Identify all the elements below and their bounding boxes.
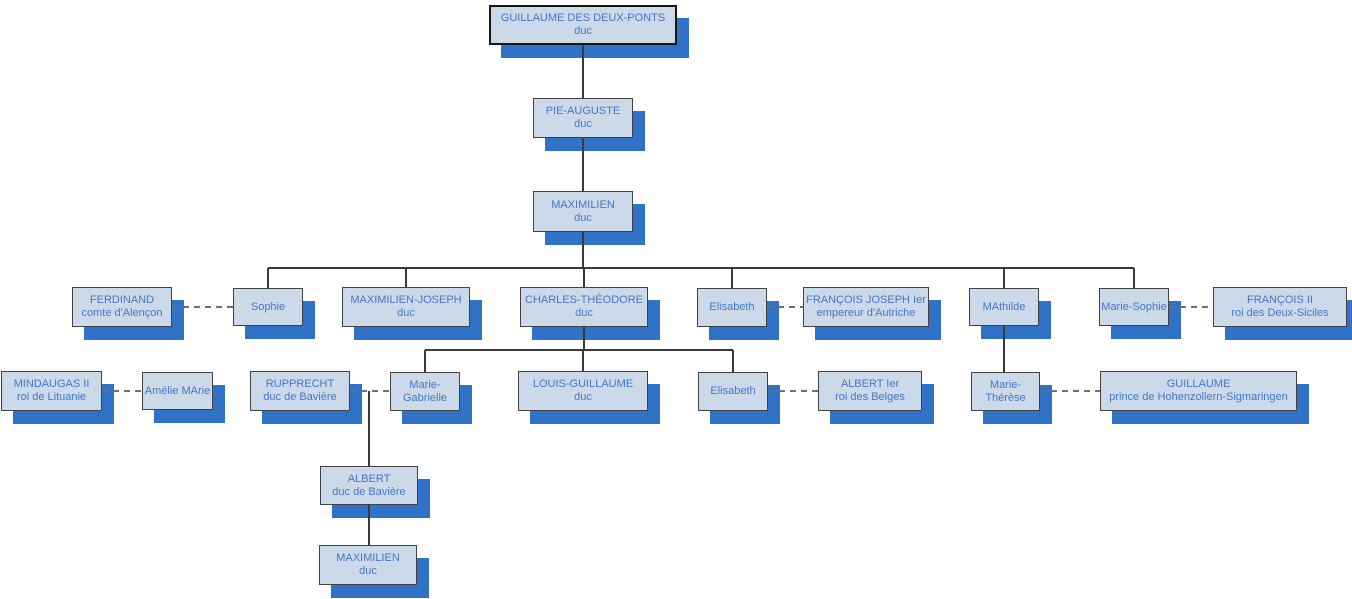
person-node-guillaume-hohenzollern[interactable]: GUILLAUME prince de Hohenzollern-Sigmari… [1100,371,1297,411]
person-name: MAthilde [982,300,1026,313]
person-name: FRANÇOIS JOSEPH Ier [806,294,926,306]
person-node-mindaugas-ii[interactable]: MINDAUGAS II roi de Lituanie [1,371,102,411]
person-name: GUILLAUME DES DEUX-PONTS [500,12,666,24]
person-name: GUILLAUME [1166,378,1231,390]
person-name: Marie-Sophie [1101,300,1167,313]
person-name: Sophie [250,300,286,313]
person-name: MINDAUGAS II [13,378,90,390]
person-node-sophie[interactable]: Sophie [233,288,303,326]
person-title: duc [575,307,593,319]
person-title: duc de Bavière [332,485,406,498]
person-name: ALBERT [347,472,391,485]
person-name: ALBERT Ier [840,378,900,390]
person-name: FRANÇOIS II [1246,294,1313,306]
person-title: comte d'Alençon [81,307,163,319]
person-title: duc [574,25,592,37]
person-name: FERDINAND [89,294,155,306]
person-node-marie-gabrielle[interactable]: Marie- Gabrielle [390,372,460,411]
person-name: MAXIMILIEN [336,552,400,564]
person-node-maximilien-duc[interactable]: MAXIMILIEN duc [533,191,633,232]
person-node-elisabeth-2[interactable]: Elisabeth [698,372,768,411]
person-title: empereur d'Autriche [816,307,916,319]
person-name: Elisabeth [709,301,755,313]
person-title: roi de Lituanie [16,391,87,403]
person-node-rupprecht[interactable]: RUPPRECHT duc de Bavière [250,371,350,411]
person-title: Thérèse [985,391,1026,404]
person-node-albert-duc-de-baviere[interactable]: ALBERT duc de Bavière [320,466,418,505]
person-node-marie-sophie[interactable]: Marie-Sophie [1099,288,1169,326]
person-name: Marie- [409,378,441,391]
person-name: Elisabeth [710,385,756,397]
person-title: duc de Bavière [263,391,337,403]
person-title: duc [574,211,592,224]
person-node-francois-ii[interactable]: FRANÇOIS II roi des Deux-Siciles [1213,287,1347,327]
person-node-maximilien-duc-2[interactable]: MAXIMILIEN duc [319,545,417,585]
person-title: duc [359,565,377,577]
person-title: Gabrielle [402,391,448,404]
person-node-pie-auguste[interactable]: PIE-AUGUSTE duc [533,98,633,138]
person-title: duc [574,391,592,403]
person-name: MAXIMILIEN [551,198,615,211]
person-node-charles-theodore[interactable]: CHARLES-THÉODORE duc [520,287,648,327]
person-node-ferdinand[interactable]: FERDINAND comte d'Alençon [72,287,172,327]
person-node-francois-joseph-ier[interactable]: FRANÇOIS JOSEPH Ier empereur d'Autriche [803,287,929,327]
person-node-mathilde[interactable]: MAthilde [969,288,1039,326]
person-name: RUPPRECHT [265,378,335,390]
person-name: LOUIS-GUILLAUME [532,378,634,390]
person-name: MAXIMILIEN-JOSEPH [350,294,462,306]
person-name: PIE-AUGUSTE [545,105,621,117]
person-title: duc [397,307,415,319]
person-title: prince de Hohenzollern-Sigmaringen [1109,391,1288,403]
person-node-marie-therese[interactable]: Marie- Thérèse [971,372,1040,411]
person-node-guillaume-des-deux-ponts[interactable]: GUILLAUME DES DEUX-PONTS duc [489,5,677,45]
person-node-amelie-marie[interactable]: Amélie MArie [142,372,213,410]
person-title: duc [574,118,592,130]
person-name: CHARLES-THÉODORE [525,294,643,306]
person-node-louis-guillaume[interactable]: LOUIS-GUILLAUME duc [518,371,648,411]
person-node-elisabeth[interactable]: Elisabeth [697,288,767,327]
person-node-maximilien-joseph[interactable]: MAXIMILIEN-JOSEPH duc [342,287,470,327]
person-name: Marie- [989,378,1022,391]
person-name: Amélie MArie [144,384,211,397]
person-node-albert-ier[interactable]: ALBERT Ier roi des Belges [818,371,922,411]
person-title: roi des Belges [835,391,905,403]
person-title: roi des Deux-Siciles [1231,307,1329,319]
